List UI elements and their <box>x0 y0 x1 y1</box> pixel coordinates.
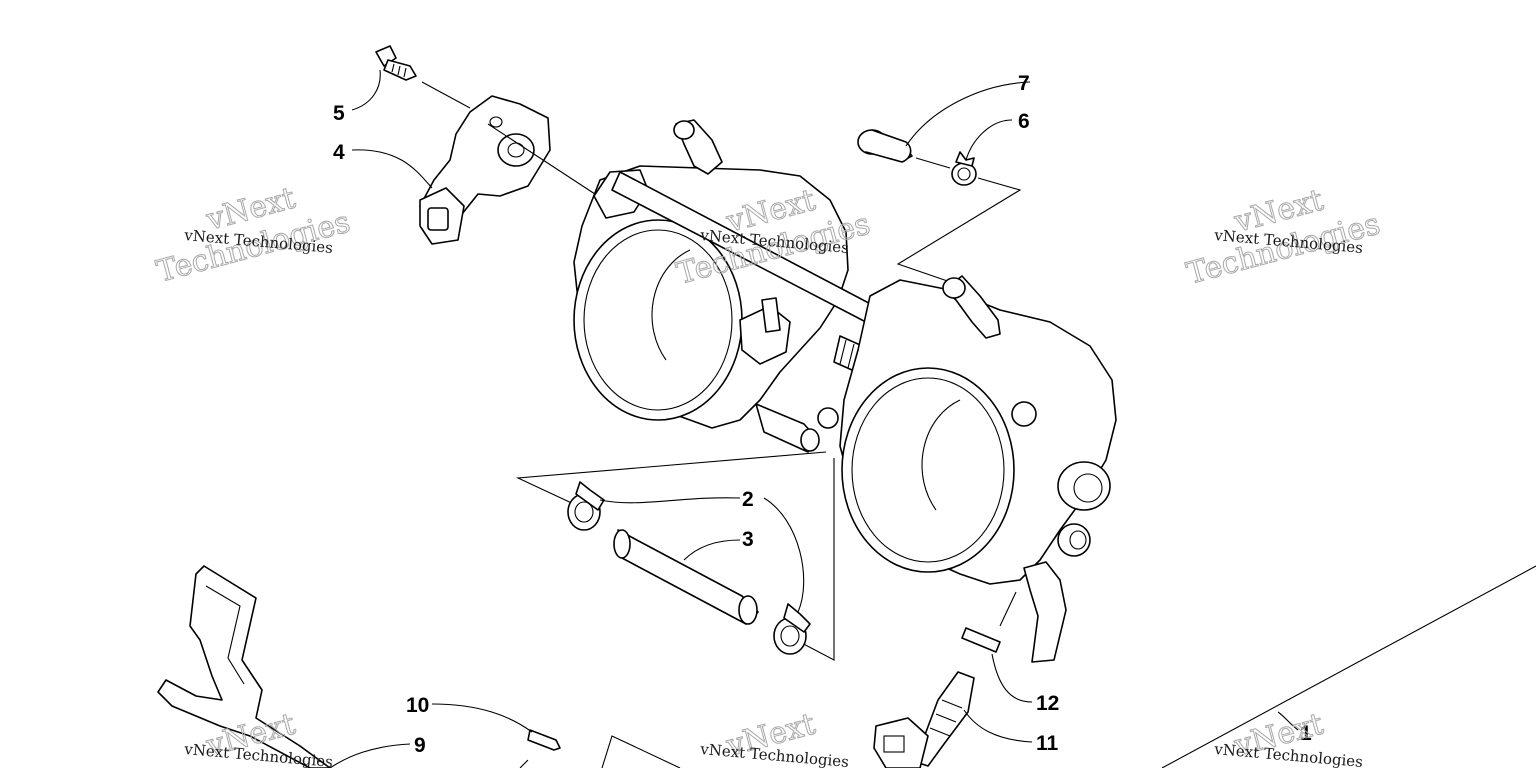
callout-4: 4 <box>333 141 345 164</box>
part-4-throttle-sensor <box>419 95 551 245</box>
part-12-axis-line <box>999 591 1017 627</box>
part-11-injector <box>873 671 975 768</box>
hose-route-line-upper <box>896 177 1022 287</box>
part-5-axis-line <box>421 81 471 109</box>
leader-7 <box>905 81 1031 147</box>
callout-11: 11 <box>1036 732 1059 755</box>
part-12-sleeve <box>961 627 1001 653</box>
part-2-clamp-upper <box>567 481 605 531</box>
callout-3: 3 <box>742 528 754 551</box>
part-3-hose <box>613 529 759 625</box>
part-1-edge-line <box>1161 565 1536 768</box>
watermark-1: vNext Technologies vNext Technologies <box>153 180 355 290</box>
callout-2: 2 <box>742 488 754 511</box>
part-6-clamp <box>951 151 977 186</box>
leader-10 <box>431 703 533 733</box>
leader-9 <box>329 743 411 768</box>
leader-2-upper <box>599 497 741 504</box>
callout-9: 9 <box>414 734 426 757</box>
part-2-clamp-lower <box>773 603 811 655</box>
watermark-5: vNext vNext Technologies <box>699 706 850 768</box>
part-5-screw <box>375 45 417 81</box>
leader-3 <box>683 539 741 561</box>
throttle-body-right <box>817 275 1117 663</box>
leader-11 <box>963 709 1033 743</box>
callout-6: 6 <box>1018 110 1030 133</box>
leader-5 <box>351 69 381 111</box>
leader-6 <box>965 119 1013 161</box>
hose-route-line-lower-a <box>515 451 827 507</box>
leader-1 <box>1277 711 1299 731</box>
leader-12 <box>991 653 1033 703</box>
callout-10: 10 <box>406 694 429 717</box>
sensor-shaft-line <box>487 123 599 197</box>
lower-center-outline <box>601 735 681 768</box>
callout-1: 1 <box>1300 722 1312 745</box>
part-10-axis-line <box>519 759 529 768</box>
watermark-6: vNext vNext Technologies <box>1213 706 1364 768</box>
callout-12: 12 <box>1036 692 1059 715</box>
hose-route-line-lower-b <box>795 458 835 661</box>
callout-7: 7 <box>1018 72 1030 95</box>
watermark-3: vNext Technologies vNext Technologies <box>1183 182 1385 292</box>
leader-4 <box>351 149 433 189</box>
part-10-pin <box>527 729 561 751</box>
part-7-axis-line <box>915 157 951 169</box>
part-7-vacuum-cap <box>857 129 913 163</box>
callout-5: 5 <box>333 102 345 125</box>
leader-2-lower <box>763 497 805 613</box>
part-9-bracket <box>157 565 331 768</box>
